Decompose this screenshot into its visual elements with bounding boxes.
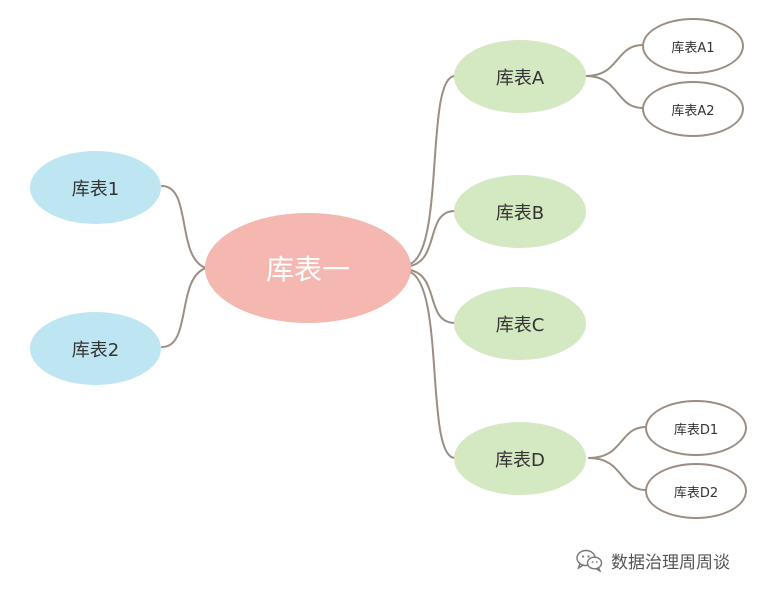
connector-center-right-c	[409, 269, 456, 324]
left-branch-node-1: 库表1	[30, 151, 161, 224]
leaf-node-d2: 库表D2	[645, 463, 747, 519]
leaf-label-a2: 库表A2	[671, 103, 715, 119]
leaf-label-d1: 库表D1	[673, 422, 719, 438]
right-branch-label-d: 库表D	[495, 449, 545, 471]
wechat-icon	[575, 548, 603, 572]
center-node: 库表一	[205, 213, 411, 323]
leaf-node-a1: 库表A1	[642, 18, 744, 74]
connector-center-right-d	[409, 271, 456, 459]
connector-a-a1	[585, 44, 644, 77]
leaf-label-a1: 库表A1	[671, 40, 715, 56]
right-branch-label-b: 库表B	[495, 202, 545, 224]
watermark: 数据治理周周谈	[575, 547, 730, 573]
right-branch-label-a: 库表A	[495, 67, 545, 89]
right-branch-node-a: 库表A	[454, 40, 586, 113]
connector-center-right-a	[409, 75, 456, 265]
right-branch-node-b: 库表B	[454, 175, 586, 248]
leaf-node-d1: 库表D1	[645, 400, 747, 456]
leaf-label-d2: 库表D2	[673, 485, 719, 501]
connector-center-right-b	[409, 210, 456, 267]
left-branch-label-1: 库表1	[71, 178, 120, 200]
leaf-node-a2: 库表A2	[642, 81, 744, 137]
right-branch-node-c: 库表C	[454, 287, 586, 360]
left-branch-node-2: 库表2	[30, 312, 161, 385]
connector-d-d2	[588, 457, 647, 491]
connector-d-d1	[588, 426, 647, 459]
left-branch-label-2: 库表2	[71, 339, 120, 361]
center-node-label: 库表一	[265, 253, 350, 286]
connector-center-left-1	[161, 185, 207, 269]
right-branch-label-c: 库表C	[495, 314, 545, 336]
connector-a-a2	[585, 75, 644, 109]
right-branch-node-d: 库表D	[454, 422, 586, 495]
watermark-text: 数据治理周周谈	[611, 552, 730, 573]
connector-center-left-2	[161, 267, 207, 348]
